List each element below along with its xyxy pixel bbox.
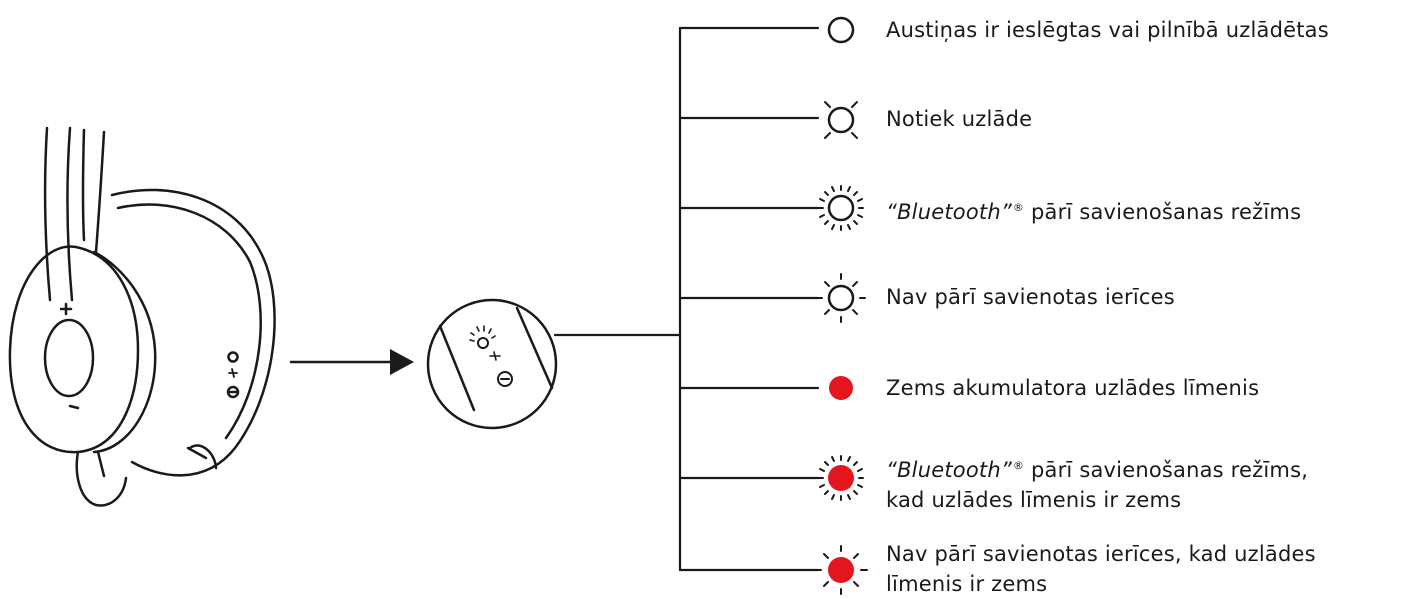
led-solid-white-icon xyxy=(827,16,855,44)
headset-illustration xyxy=(8,126,276,507)
registered-mark: ® xyxy=(1012,201,1025,214)
bluetooth-term: “Bluetooth” xyxy=(886,200,1012,224)
legend-label-charging: Notiek uzlāde xyxy=(886,104,1032,134)
arrow-icon xyxy=(289,349,414,375)
legend-label-text: Nav pārī savienotas ierīces xyxy=(886,285,1175,309)
legend-label-text-line2: līmenis ir zems xyxy=(886,572,1048,596)
connector-lines xyxy=(553,26,820,572)
legend-label-text: Nav pārī savienotas ierīces, kad uzlādes xyxy=(886,542,1316,566)
legend-label-low-battery: Zems akumulatora uzlādes līmenis xyxy=(886,373,1259,403)
zoom-detail-circle xyxy=(426,298,558,430)
legend-label-not-paired: Nav pārī savienotas ierīces xyxy=(886,282,1175,312)
bluetooth-term: “Bluetooth” xyxy=(886,458,1012,482)
legend-label-pairing-low: “Bluetooth”® pārī savienošanas režīms, k… xyxy=(886,451,1308,515)
led-charging-white-icon xyxy=(824,101,858,139)
legend-label-text-line2: kad uzlādes līmenis ir zems xyxy=(886,488,1182,512)
led-fast-blink-red-icon xyxy=(818,455,864,501)
led-solid-red-icon xyxy=(829,376,853,400)
legend-label-not-paired-low: Nav pārī savienotas ierīces, kad uzlādes… xyxy=(886,539,1316,599)
led-slow-blink-white-icon xyxy=(816,273,866,323)
legend-label-text: Austiņas ir ieslēgtas vai pilnībā uzlādē… xyxy=(886,18,1329,42)
led-fast-blink-white-icon xyxy=(818,185,864,231)
legend-label-text: Notiek uzlāde xyxy=(886,107,1033,131)
led-slow-blink-red-icon xyxy=(814,545,868,595)
legend-label-text: pārī savienošanas režīms xyxy=(1024,200,1302,224)
legend-label-on: Austiņas ir ieslēgtas vai pilnībā uzlādē… xyxy=(886,15,1329,45)
legend-label-text: pārī savienošanas režīms, xyxy=(1024,458,1309,482)
registered-mark: ® xyxy=(1012,459,1025,472)
legend-label-pairing: “Bluetooth”® pārī savienošanas režīms xyxy=(886,193,1301,227)
legend-label-text: Zems akumulatora uzlādes līmenis xyxy=(886,376,1260,400)
